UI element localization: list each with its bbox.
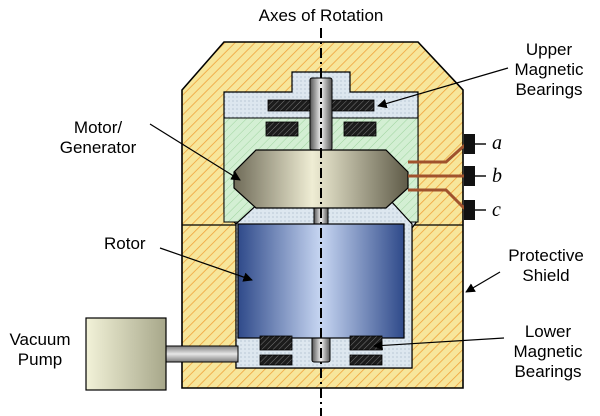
lower-bearing-right bbox=[349, 335, 383, 351]
rotor bbox=[237, 223, 405, 339]
upper-bearings-line-2: Magnetic bbox=[514, 60, 584, 79]
motor-arrow bbox=[149, 123, 241, 181]
terminal-a bbox=[464, 134, 475, 154]
lower-bearing-right-2 bbox=[349, 354, 383, 366]
upper-bearings-arrow bbox=[377, 67, 509, 109]
upper-bearings-line-1: Upper bbox=[525, 40, 573, 59]
motor-generator bbox=[233, 149, 409, 209]
upper-bearing-top-right bbox=[331, 99, 375, 112]
shield-line-1: Protective bbox=[508, 246, 584, 265]
protective-shield-label: Protective Shield bbox=[494, 246, 598, 286]
phase-a-label: a bbox=[492, 132, 502, 154]
terminal-c bbox=[464, 200, 475, 220]
vacuum-line-1: Vacuum bbox=[9, 330, 71, 349]
shield-line-2: Shield bbox=[522, 266, 570, 285]
phase-c-label: c bbox=[492, 199, 501, 221]
vacuum-tube bbox=[165, 345, 239, 363]
wire-a bbox=[408, 142, 468, 164]
vacuum-pump-label: Vacuum Pump bbox=[0, 330, 80, 370]
rotor-arrow bbox=[159, 247, 253, 282]
upper-bearing-bottom-left bbox=[265, 121, 299, 137]
vacuum-pump bbox=[85, 317, 167, 391]
phase-b-label: b bbox=[492, 165, 502, 187]
upper-bearing-bottom-right bbox=[343, 121, 377, 137]
terminal-b bbox=[464, 166, 475, 186]
motor-line-1: Motor/ bbox=[73, 118, 123, 137]
motor-line-2: Generator bbox=[59, 138, 137, 157]
shield-arrow bbox=[465, 271, 501, 293]
upper-bearings-line-3: Bearings bbox=[515, 80, 583, 99]
lower-bearing-left bbox=[259, 335, 293, 351]
rotor-label: Rotor bbox=[104, 234, 146, 253]
lower-bearings-line-3: Bearings bbox=[514, 362, 582, 381]
lower-bearings-line-1: Lower bbox=[524, 322, 572, 341]
lower-bearings-label: Lower Magnetic Bearings bbox=[498, 322, 598, 382]
lower-bearings-arrow bbox=[373, 337, 505, 351]
wire-c bbox=[408, 188, 468, 212]
motor-generator-label: Motor/ Generator bbox=[38, 118, 158, 158]
upper-bearings-label: Upper Magnetic Bearings bbox=[500, 40, 598, 100]
axes-of-rotation-label: Axes of Rotation bbox=[258, 6, 384, 25]
lower-bearings-line-2: Magnetic bbox=[513, 342, 583, 361]
upper-bearing-top-left bbox=[267, 99, 311, 112]
vacuum-line-2: Pump bbox=[17, 350, 63, 369]
lower-bearing-left-2 bbox=[259, 354, 293, 366]
